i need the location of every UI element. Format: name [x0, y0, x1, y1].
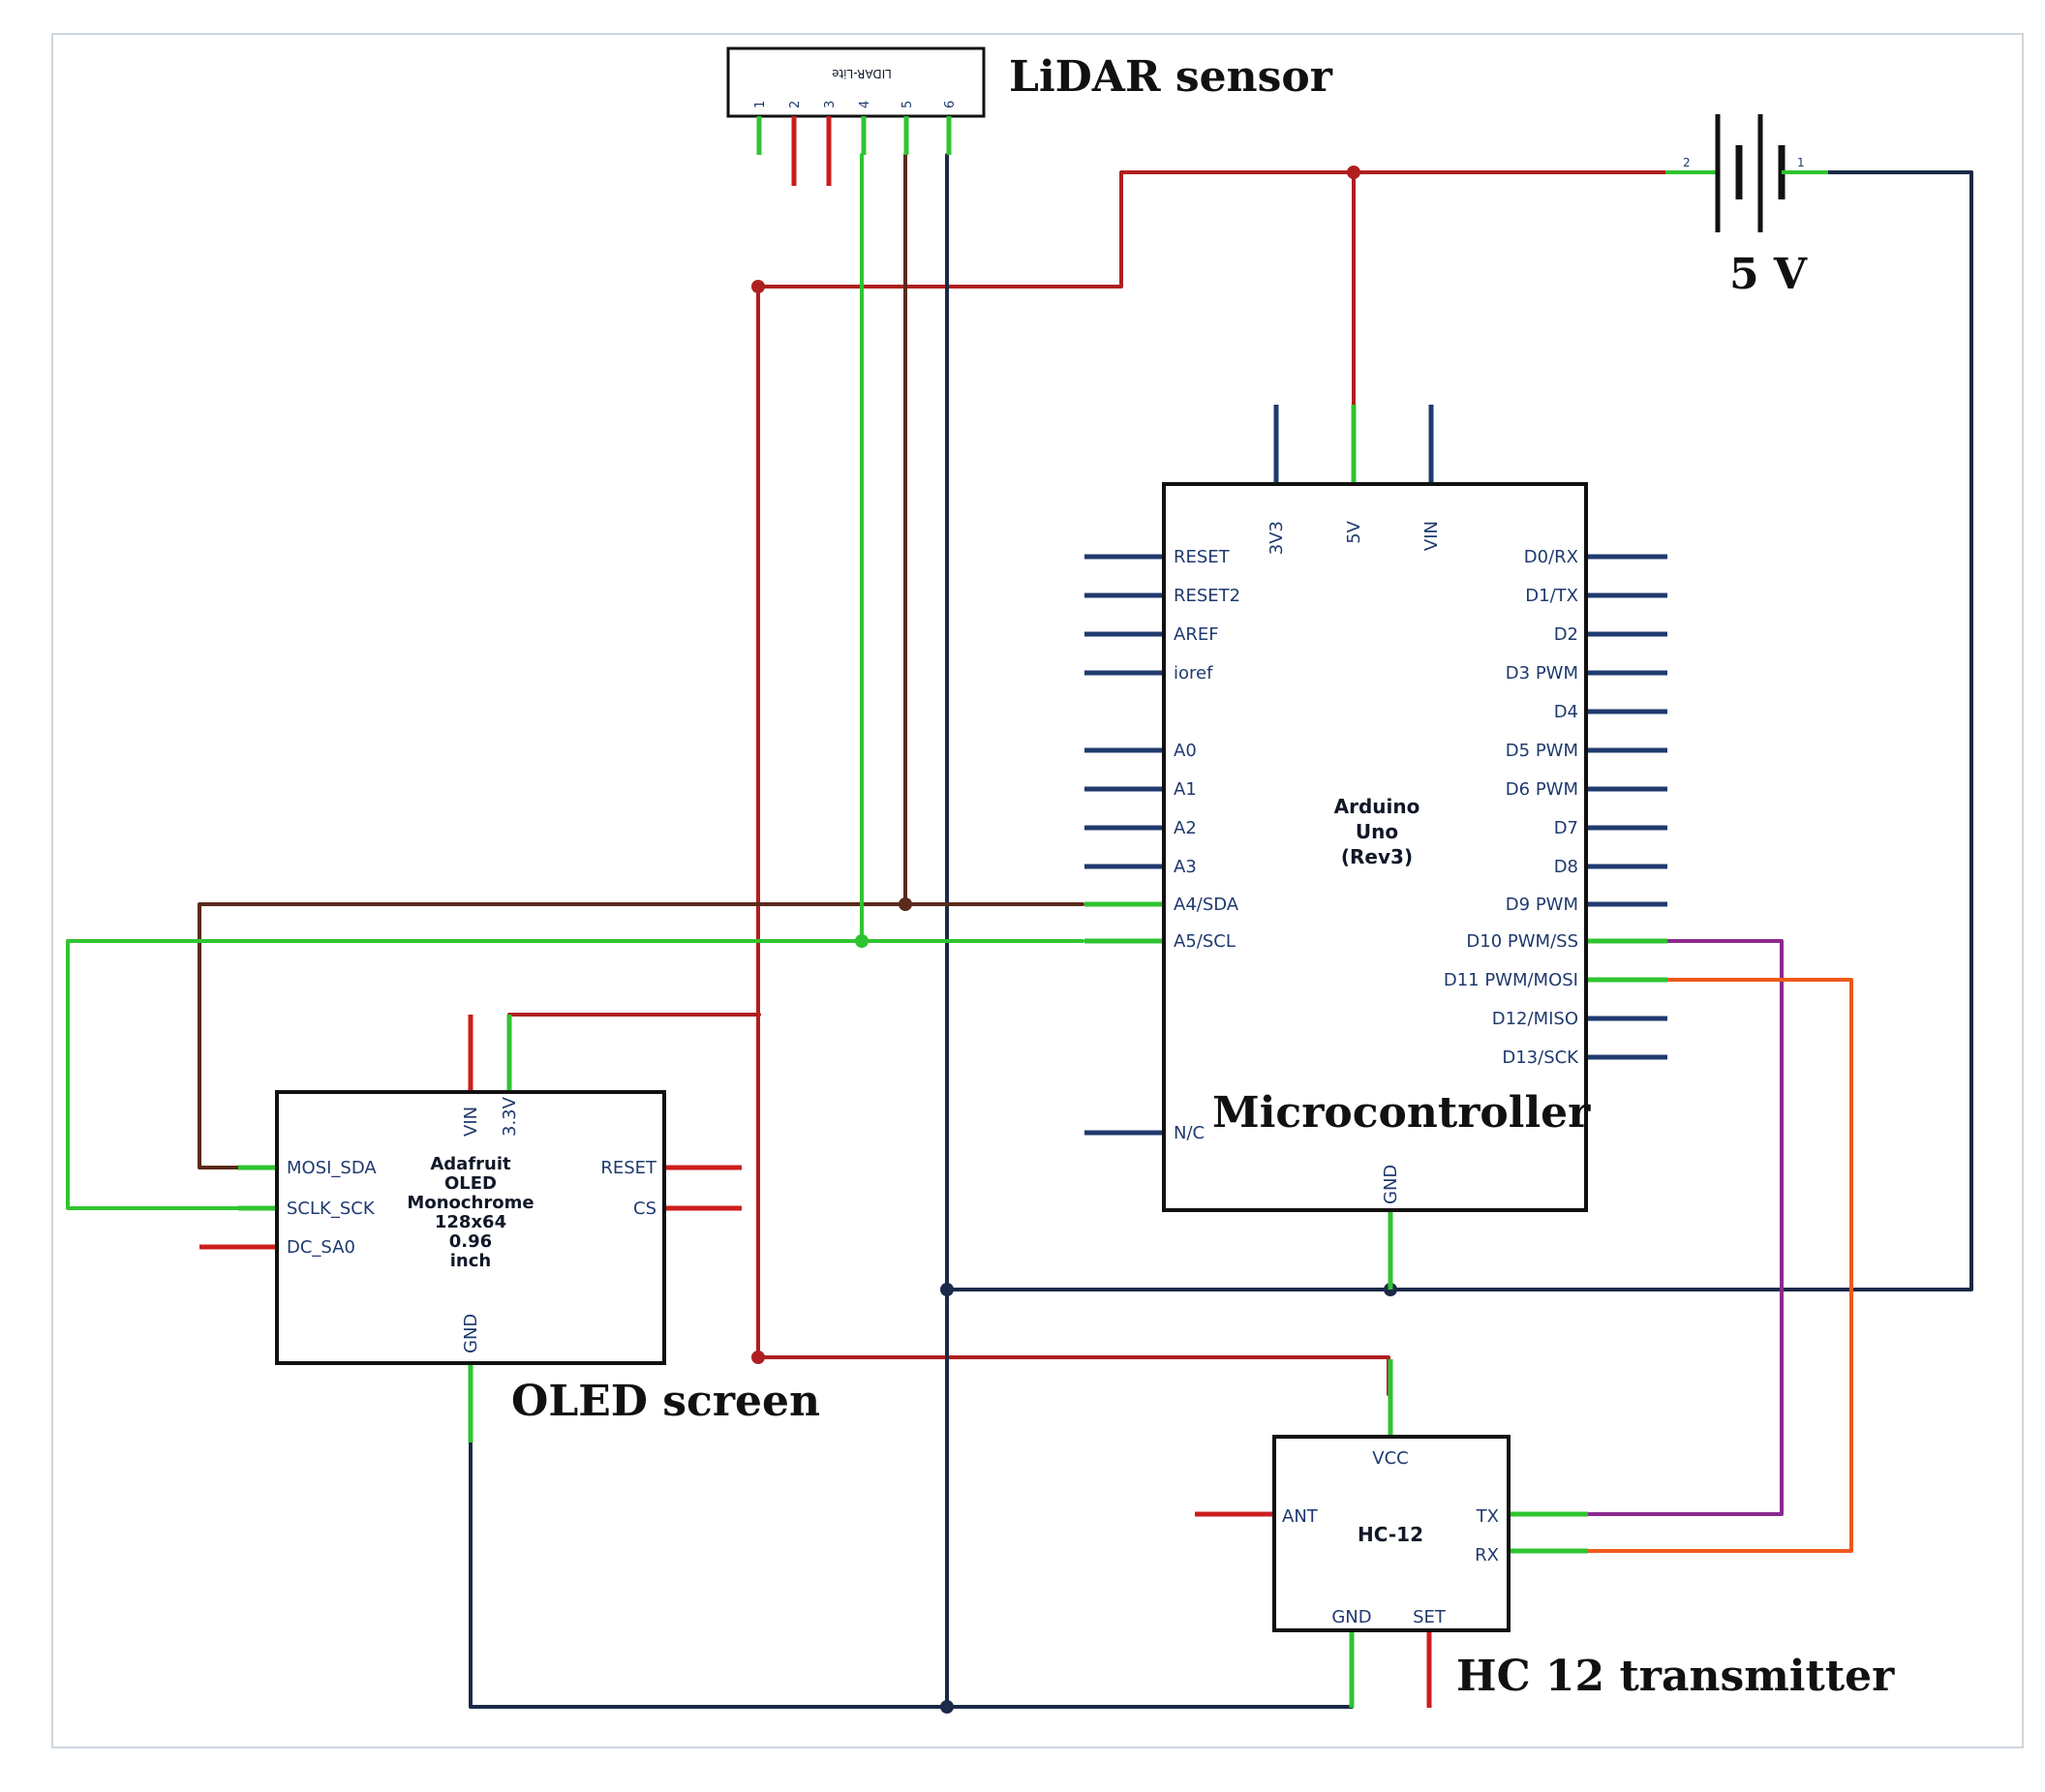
- junction-dot-5: [855, 934, 869, 948]
- arduino-pin-label-d12-miso: D12/MISO: [1492, 1009, 1578, 1029]
- arduino-pin-label-d5-pwm: D5 PWM: [1506, 741, 1578, 761]
- arduino-pin-label-gnd: GND: [1381, 1165, 1401, 1204]
- arduino-body: [1162, 482, 1588, 1212]
- arduino-pin-label-d13-sck: D13/SCK: [1502, 1048, 1579, 1068]
- arduino-pin-label-a2: A2: [1174, 818, 1197, 838]
- arduino-pin-label-d10-pwm-ss: D10 PWM/SS: [1466, 931, 1578, 952]
- hc12-body: [1272, 1435, 1511, 1632]
- hc12-pin-label-set: SET: [1413, 1607, 1447, 1627]
- arduino-pin-label-d7: D7: [1554, 818, 1578, 838]
- oled-name-line-4: 128x64: [435, 1212, 506, 1232]
- arduino-pin-label-reset2: RESET2: [1174, 586, 1240, 606]
- arduino-pin-label-d1-tx: D1/TX: [1525, 586, 1578, 606]
- arduino-pin-label-d3-pwm: D3 PWM: [1506, 663, 1578, 683]
- hc12-name: HC-12: [1358, 1523, 1423, 1546]
- oled-name-line-6: inch: [450, 1251, 491, 1271]
- diagram-frame: [51, 33, 2024, 1748]
- arduino-pin-label-reset: RESET: [1174, 547, 1231, 567]
- hc12-pin-label-tx: TX: [1476, 1506, 1499, 1527]
- oled-pin-label-sclk-sck: SCLK_SCK: [287, 1199, 376, 1219]
- oled-body: [275, 1090, 666, 1365]
- oled-name-line-5: 0.96: [449, 1231, 492, 1252]
- arduino-name-3: (Rev3): [1341, 845, 1413, 868]
- arduino-pin-label-ioref: ioref: [1174, 663, 1213, 683]
- lidar-body: [726, 46, 986, 118]
- arduino-pin-label-d11-pwm-mosi: D11 PWM/MOSI: [1444, 970, 1578, 990]
- battery-pin-2: 2: [1683, 156, 1691, 169]
- junction-dot-6: [940, 1283, 954, 1296]
- hc12-pin-label-ant: ANT: [1282, 1506, 1319, 1527]
- junction-dot-4: [899, 897, 912, 911]
- battery-label: 5 V: [1729, 250, 1808, 299]
- arduino-pin-label-5v: 5V: [1344, 520, 1364, 543]
- oled-name-line-3: Monochrome: [407, 1193, 534, 1213]
- lidar-pin-number-3: 3: [823, 101, 838, 108]
- oled-label: OLED screen: [511, 1377, 820, 1426]
- oled-pin-label-mosi-sda: MOSI_SDA: [287, 1158, 377, 1178]
- arduino-pin-label-a0: A0: [1174, 741, 1197, 761]
- junction-dot-8: [940, 1700, 954, 1714]
- battery-pin-1: 1: [1797, 156, 1805, 169]
- arduino-pin-label-d0-rx: D0/RX: [1524, 547, 1578, 567]
- oled-pin-label-3-3v: 3.3V: [500, 1096, 520, 1137]
- lidar-label: LiDAR sensor: [1009, 52, 1333, 102]
- arduino-pin-label-3v3: 3V3: [1267, 521, 1287, 555]
- oled-pin-label-gnd: GND: [461, 1314, 481, 1353]
- hc12-pin-label-vcc: VCC: [1372, 1448, 1408, 1469]
- wire-d11-rx: [1586, 978, 1853, 1553]
- battery-5v: 2 1 5 V: [1665, 114, 1828, 299]
- lidar-pin-number-6: 6: [943, 101, 958, 108]
- wire-d10-tx: [1586, 939, 1784, 1516]
- junction-dot-2: [751, 280, 765, 293]
- lidar-pin-number-2: 2: [788, 101, 803, 108]
- hc12-pin-label-gnd: GND: [1331, 1607, 1371, 1627]
- lidar-part-name: LIDAR-Lite: [832, 67, 892, 80]
- arduino-pin-label-n-c: N/C: [1174, 1123, 1205, 1143]
- arduino-pin-label-d9-pwm: D9 PWM: [1506, 895, 1578, 915]
- junction-dot-1: [1347, 166, 1360, 179]
- oled-pin-label-cs: CS: [633, 1199, 656, 1219]
- junction-dot-3: [751, 1351, 765, 1364]
- hc12-label: HC 12 transmitter: [1456, 1652, 1895, 1701]
- arduino-pin-label-d6-pwm: D6 PWM: [1506, 779, 1578, 800]
- hc12-module: VCC ANT TX RX GND SET HC-12 HC 12 transm…: [1195, 1359, 1895, 1708]
- arduino-pin-label-a3: A3: [1174, 857, 1197, 877]
- lidar-pin-number-1: 1: [753, 101, 768, 108]
- lidar-pin-number-5: 5: [900, 101, 915, 108]
- hc12-pin-label-rx: RX: [1475, 1545, 1499, 1565]
- arduino-pin-label-vin: VIN: [1421, 521, 1442, 551]
- wire-sda: [198, 153, 907, 1169]
- junctions: [751, 166, 1397, 1714]
- oled-pin-label-dc-sa0: DC_SA0: [287, 1237, 355, 1258]
- arduino-pin-label-d2: D2: [1554, 624, 1578, 645]
- lidar-pin-number-4: 4: [858, 101, 872, 108]
- oled-name-line-2: OLED: [444, 1173, 497, 1194]
- arduino-pin-label-aref: AREF: [1174, 624, 1219, 645]
- microcontroller-label: Microcontroller: [1212, 1088, 1591, 1138]
- lidar-sensor: LIDAR-Lite 1 2 3 4 5 6 LiDAR sensor: [726, 46, 1333, 186]
- arduino-pin-label-a5-scl: A5/SCL: [1174, 931, 1236, 952]
- arduino-pin-label-a4-sda: A4/SDA: [1174, 895, 1239, 915]
- wire-scl: [66, 153, 864, 1210]
- oled-pin-label-reset: RESET: [600, 1158, 657, 1178]
- arduino-pin-label-a1: A1: [1174, 779, 1197, 800]
- arduino-pin-label-d8: D8: [1554, 857, 1578, 877]
- arduino-pin-label-d4: D4: [1554, 702, 1578, 722]
- arduino-name-1: Arduino: [1334, 795, 1420, 818]
- oled-pin-label-vin: VIN: [461, 1107, 481, 1137]
- arduino-name-2: Uno: [1356, 820, 1398, 843]
- oled-name-line-1: Adafruit: [430, 1154, 511, 1174]
